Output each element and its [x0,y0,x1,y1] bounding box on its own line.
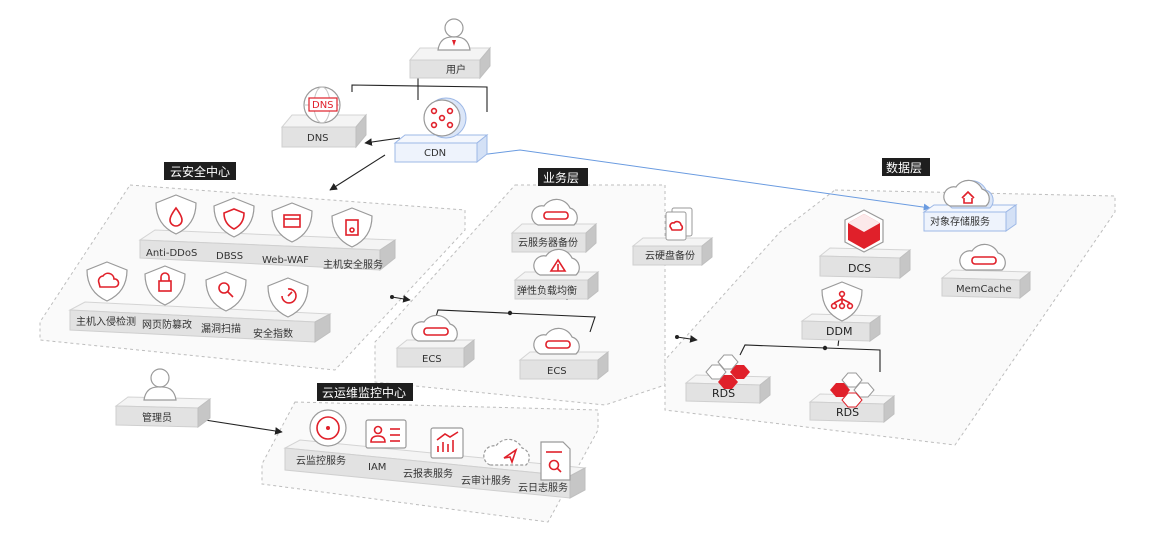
web-waf-label: Web-WAF [262,255,309,266]
rds1-icon [705,354,750,389]
vuln-scan-icon [205,271,247,312]
dbss-label: DBSS [216,251,243,262]
security-business-arrow [391,295,411,303]
admin-node: 管理员 [114,368,212,428]
rds2-node: RDS [808,372,896,424]
svg-text:数据层: 数据层 [886,160,922,175]
obs-node: 对象存储服务 [922,179,1018,232]
cloud-monitor-icon [309,409,347,447]
host-security-icon [331,207,373,248]
cloud-monitor-label: 云监控服务 [296,454,346,467]
dns-node: DNS DNS [280,86,368,149]
ddm-node: DDM [800,281,882,342]
webpage-tamper-icon [144,265,186,306]
ops-title-tag: 云运维监控中心 [317,383,413,401]
rds1-node: RDS [684,354,772,405]
ddm-icon [821,281,863,322]
admin-label: 管理员 [142,411,172,424]
rds2-label: RDS [836,406,859,419]
anti-ddos-label: Anti-DDoS [146,248,197,259]
dns-globe-icon: DNS [303,86,341,124]
cdn-label: CDN [424,148,446,159]
ecs2-icon [533,327,580,355]
iam-icon [365,419,407,449]
elb-node: 弹性负载均衡 [513,248,600,301]
rds2-icon [830,372,875,408]
cdn-icon [423,97,467,139]
cdn-node: CDN [393,97,489,164]
ecs1-label: ECS [422,354,442,365]
cloud-audit-label: 云审计服务 [461,474,511,487]
ddm-rds-link [739,344,881,372]
obs-icon [943,179,994,209]
ecs2-label: ECS [547,366,567,377]
svg-text:云运维监控中心: 云运维监控中心 [322,385,406,400]
elb-icon [533,248,580,276]
memcache-icon [959,243,1006,271]
elb-label: 弹性负载均衡 [517,284,577,297]
host-security-label: 主机安全服务 [323,258,383,271]
user-icon [437,18,471,51]
cdn-security-arrow [329,154,386,191]
server-backup-node: 云服务器备份 [510,198,598,254]
ddm-label: DDM [826,325,852,338]
server-backup-label: 云服务器备份 [518,236,578,249]
user-node: 用户 [408,18,492,80]
dbss-icon [213,197,255,238]
security-title-tag: 云安全中心 [164,162,236,180]
disk-backup-icon [665,207,693,241]
data-zone [664,189,1116,446]
cloud-log-icon [540,441,571,481]
business-data-arrow [676,335,698,343]
dcs-node: DCS [818,209,912,280]
cloud-log-label: 云日志服务 [518,481,568,494]
data-title-tag: 数据层 [882,158,930,176]
dns-cdn-link [351,84,488,112]
cloud-audit-icon [483,438,530,466]
disk-backup-node: 云硬盘备份 [631,207,714,267]
webpage-tamper-label: 网页防篡改 [142,318,192,331]
user-label: 用户 [446,63,466,76]
intrusion-detection-icon [86,261,128,302]
dcs-icon [844,209,884,253]
admin-ops-arrow [204,419,283,435]
security-index-icon [267,277,309,318]
memcache-label: MemCache [956,284,1012,295]
report-icon [430,427,464,459]
intrusion-detection-label: 主机入侵检测 [76,315,136,328]
security-index-label: 安全指数 [253,327,293,340]
dns-label: DNS [307,133,329,144]
svg-text:业务层: 业务层 [543,170,579,185]
disk-backup-label: 云硬盘备份 [645,249,695,262]
dns-logo-text: DNS [312,100,334,111]
web-waf-icon [271,202,313,243]
anti-ddos-icon [155,194,197,235]
cdn-dns-arrow [364,137,401,146]
iam-label: IAM [368,462,386,473]
admin-icon [143,368,177,401]
report-label: 云报表服务 [403,467,453,480]
svg-text:云安全中心: 云安全中心 [170,164,230,179]
cdn-obs-arrow [479,149,931,211]
ecs1-icon [411,314,458,342]
vuln-scan-label: 漏洞扫描 [201,322,241,335]
business-title-tag: 业务层 [538,168,588,186]
ecs1-node: ECS [395,314,476,369]
ecs2-node: ECS [518,327,610,381]
dcs-label: DCS [848,262,871,275]
server-backup-icon [531,198,578,226]
rds1-label: RDS [712,387,735,400]
memcache-node: MemCache [940,243,1032,300]
obs-label: 对象存储服务 [930,215,990,228]
